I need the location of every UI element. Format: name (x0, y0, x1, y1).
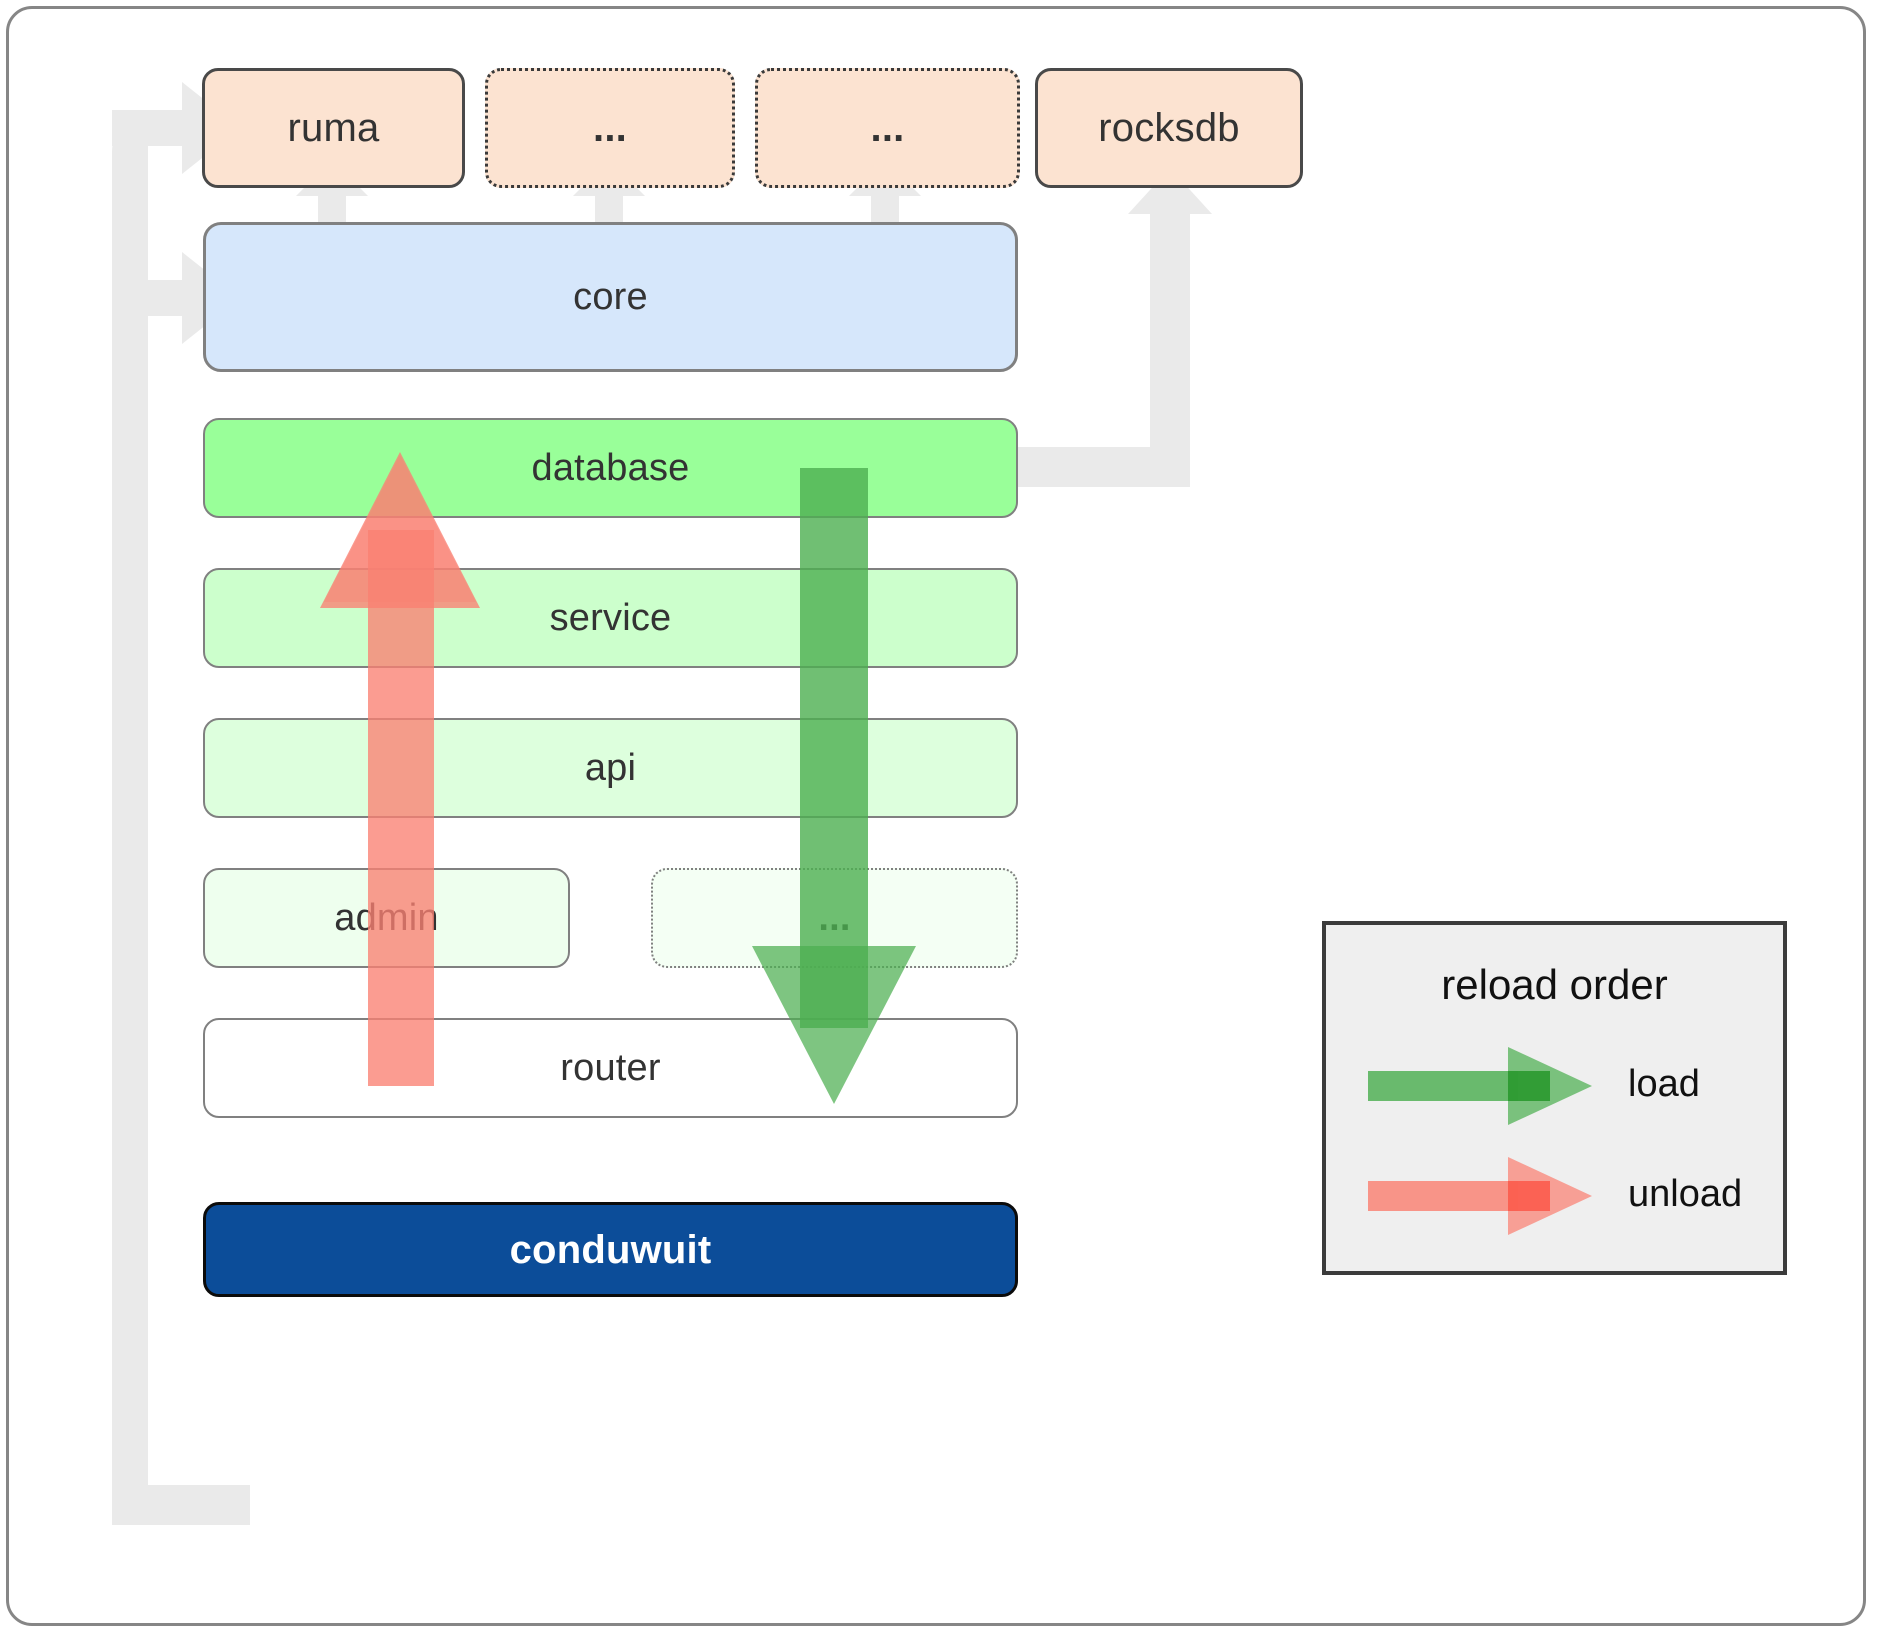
dependency-box-placeholder-1[interactable]: ... (485, 68, 735, 188)
crate-label-service: service (549, 597, 672, 639)
legend-title: reload order (1441, 961, 1668, 1008)
dependency-label-placeholder-1: ... (593, 106, 627, 150)
crate-label-admin: admin (334, 897, 439, 939)
legend-swatch-load (1368, 1047, 1592, 1125)
binary-label-conduwuit: conduwuit (509, 1227, 712, 1272)
crate-box-database[interactable]: database (203, 418, 1018, 518)
legend-arrows (1368, 1047, 1592, 1235)
crate-box-service[interactable]: service (203, 568, 1018, 668)
crate-label-placeholder: ... (818, 897, 851, 939)
dependency-label-ruma: ruma (287, 106, 380, 150)
legend-panel: reload order load unload (1322, 921, 1787, 1275)
legend-label-load: load (1628, 1063, 1700, 1105)
dependency-label-rocksdb: rocksdb (1098, 106, 1240, 150)
legend-swatch-unload (1368, 1157, 1592, 1235)
legend-label-unload: unload (1628, 1173, 1743, 1215)
crate-box-api[interactable]: api (203, 718, 1018, 818)
dependency-box-ruma[interactable]: ruma (202, 68, 465, 188)
crate-box-placeholder[interactable]: ... (651, 868, 1018, 968)
dependency-label-placeholder-2: ... (870, 106, 905, 150)
crate-label-router: router (560, 1047, 661, 1089)
crate-label-database: database (531, 447, 690, 489)
core-box[interactable]: core (203, 222, 1018, 372)
crate-box-router[interactable]: router (203, 1018, 1018, 1118)
binary-box-conduwuit[interactable]: conduwuit (203, 1202, 1018, 1297)
dependency-box-placeholder-2[interactable]: ... (755, 68, 1020, 188)
core-label: core (573, 276, 648, 318)
crate-label-api: api (584, 747, 637, 789)
dependency-box-rocksdb[interactable]: rocksdb (1035, 68, 1303, 188)
crate-box-admin[interactable]: admin (203, 868, 570, 968)
